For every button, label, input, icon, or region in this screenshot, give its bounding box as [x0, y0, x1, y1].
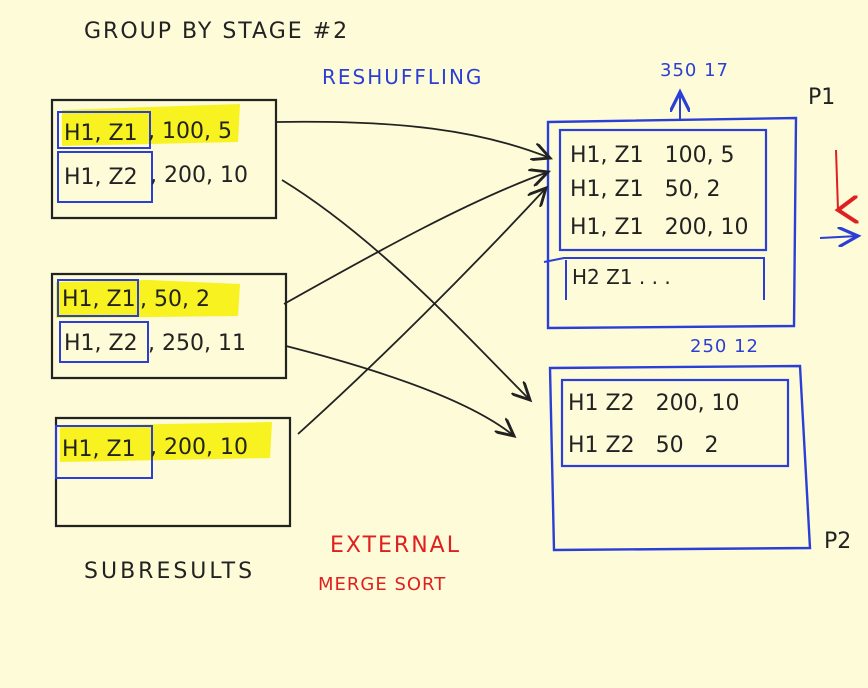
p1-next-row: H2 Z1 . . .: [572, 265, 671, 289]
reshuffle-arrow: [281, 179, 530, 400]
subresult-box-1: H1, Z1 , 100, 5 H1, Z2 , 200, 10: [50, 98, 278, 220]
subresult-box-2: H1, Z1 , 50, 2 H1, Z2 , 250, 11: [50, 272, 288, 380]
p2-top-totals: 250 12: [690, 336, 759, 357]
p1-row: H1, Z1 50, 2: [570, 177, 721, 202]
reshuffle-arrow: [275, 120, 550, 158]
row-values: , 200, 10: [150, 435, 248, 460]
p1-top-totals: 350 17: [660, 60, 729, 81]
row-key: H1, Z1: [64, 121, 138, 146]
p2-label: P2: [824, 529, 851, 554]
p1-label: P1: [808, 85, 835, 110]
merge-sort-label: MERGE SORT: [318, 574, 446, 595]
partition-p2: 250 12 H1 Z2 200, 10 H1 Z2 50 2 P2: [548, 336, 851, 554]
reshuffle-arrow: [297, 188, 546, 435]
row-key: H1, Z1: [62, 287, 136, 312]
reshuffle-arrow: [283, 172, 548, 305]
partition-p1: 350 17 P1 H1, Z1 100, 5 H1, Z1 50, 2 H1,…: [543, 60, 858, 330]
row-key: H1, Z2: [64, 331, 138, 356]
p2-row: H1 Z2 200, 10: [568, 391, 740, 416]
p1-row: H1, Z1 200, 10: [570, 215, 749, 240]
row-values: , 50, 2: [140, 287, 210, 312]
row-values: , 250, 11: [148, 331, 246, 356]
row-values: , 200, 10: [150, 163, 248, 188]
subresults-label: SUBRESULTS: [84, 559, 255, 584]
subresult-box-3: H1, Z1 , 200, 10: [54, 416, 292, 528]
reshuffling-label: RESHUFFLING: [322, 65, 483, 89]
row-key: H1, Z1: [62, 437, 136, 462]
title: GROUP BY STAGE #2: [84, 19, 349, 44]
p1-row: H1, Z1 100, 5: [570, 143, 735, 168]
p2-row: H1 Z2 50 2: [568, 433, 719, 458]
row-values: , 100, 5: [148, 119, 232, 144]
row-key: H1, Z2: [64, 165, 138, 190]
external-label: EXTERNAL: [330, 533, 461, 558]
reshuffle-arrow: [285, 345, 514, 436]
